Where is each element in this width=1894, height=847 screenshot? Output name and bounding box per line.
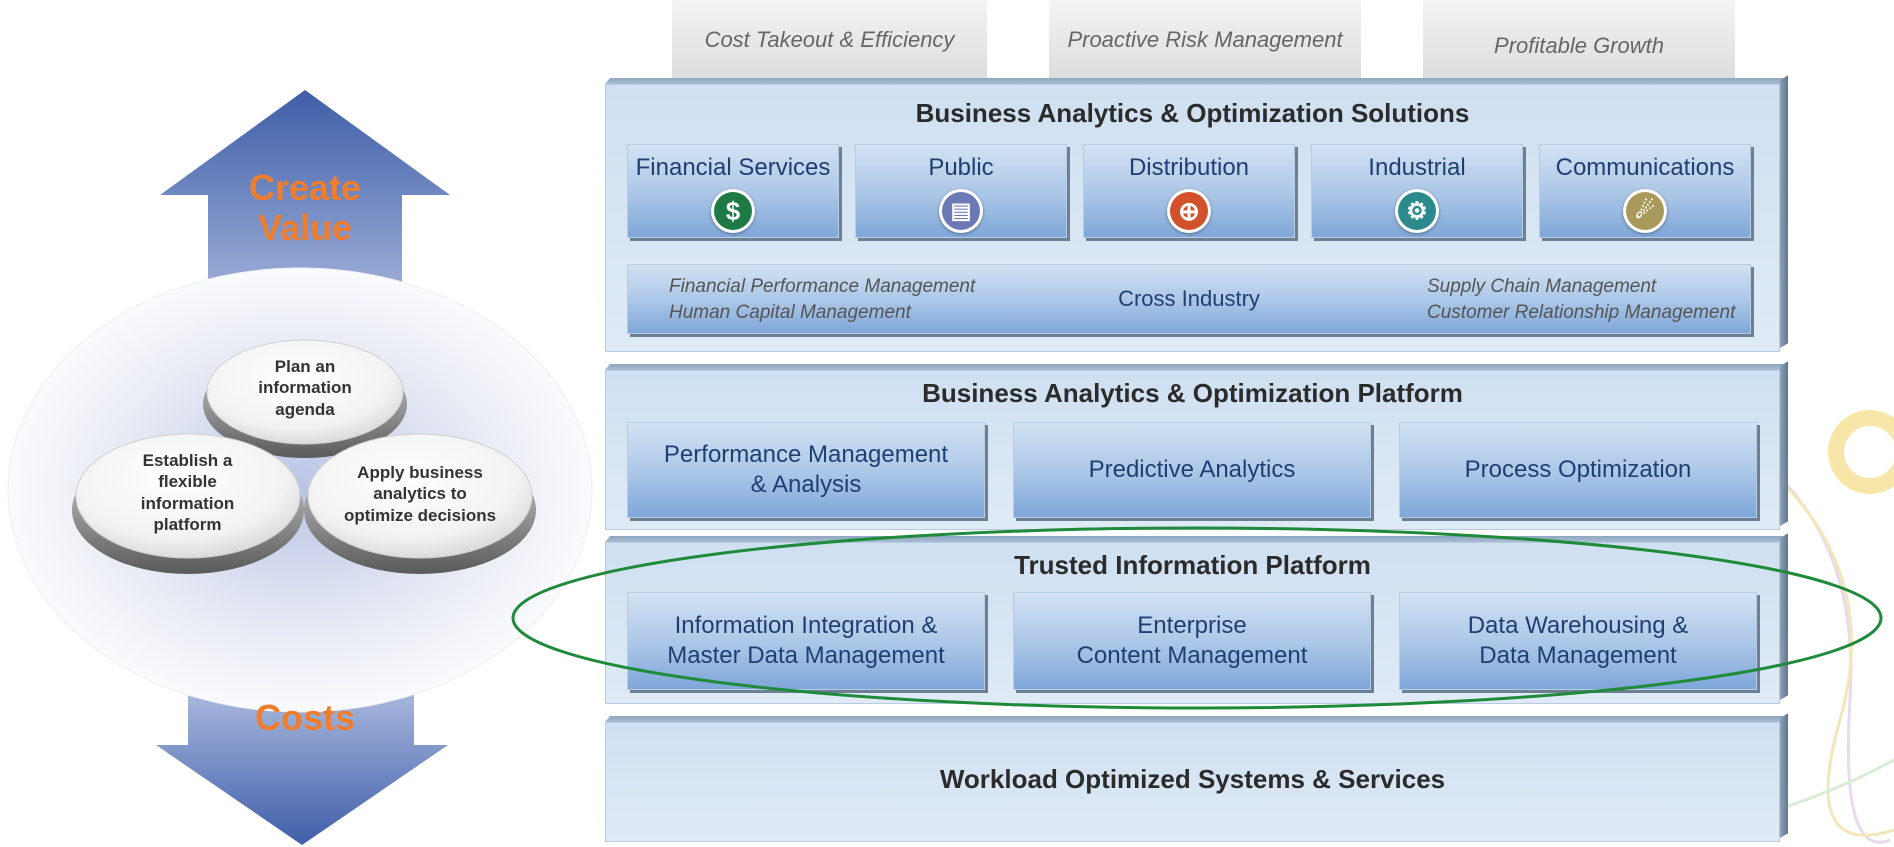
trusted-information-integration: Information Integration & Master Data Ma… <box>627 592 985 690</box>
industry-financial-services-label: Financial Services <box>635 154 831 181</box>
disc-right-label: Apply business analytics to optimize dec… <box>325 462 515 526</box>
cross-item-fpm: Financial Performance Management <box>669 276 976 297</box>
cross-industry-right-list: Supply Chain Management Customer Relatio… <box>1427 274 1735 325</box>
industry-communications-label: Communications <box>1555 154 1735 181</box>
industry-public: Public ▤ <box>855 144 1067 238</box>
disc-top-line-2: information <box>258 378 352 398</box>
trusted-layer: Trusted Information Platform Information… <box>605 542 1780 704</box>
solutions-title: Business Analytics & Optimization Soluti… <box>915 98 1470 128</box>
gear-icon: ⚙ <box>1398 192 1436 230</box>
goal-tab-growth: Profitable Growth <box>1423 0 1735 80</box>
disc-right-line-2: analytics to <box>373 484 467 504</box>
platform-title: Business Analytics & Optimization Platfo… <box>922 378 1463 408</box>
industry-public-label: Public <box>928 154 994 181</box>
costs-arrow <box>156 685 448 845</box>
platform-predictive-analytics: Predictive Analytics <box>1013 422 1371 518</box>
trusted-enterprise-line-1: Enterprise <box>1137 612 1247 639</box>
goal-tab-cost: Cost Takeout & Efficiency <box>672 0 987 80</box>
center-ellipse <box>7 267 593 713</box>
workload-title: Workload Optimized Systems & Services <box>939 764 1446 794</box>
industry-industrial: Industrial ⚙ <box>1311 144 1523 238</box>
trusted-enterprise-content: Enterprise Content Management <box>1013 592 1371 690</box>
industry-distribution-label: Distribution <box>1128 154 1250 181</box>
disc-top-label: Plan an information agenda <box>220 356 390 420</box>
industry-financial-services: Financial Services $ <box>627 144 839 238</box>
platform-process-optimization: Process Optimization <box>1399 422 1757 518</box>
create-value-line-2: Value <box>257 206 353 248</box>
disc-top <box>203 339 407 458</box>
platform-performance-management: Performance Management & Analysis <box>627 422 985 518</box>
disc-left-line-1: Establish a <box>142 451 233 470</box>
disc-left-line-3: information <box>140 493 235 513</box>
cross-industry-label: Cross Industry <box>1118 286 1260 311</box>
disc-left-line-4: platform <box>153 514 222 534</box>
create-value-label: Create Value <box>210 168 400 247</box>
disc-top-line-3: agenda <box>275 399 335 419</box>
building-icon: ▤ <box>942 192 980 230</box>
disc-top-line-1: Plan an <box>274 357 336 376</box>
disc-left-label: Establish a flexible information platfor… <box>100 450 275 535</box>
disc-left-line-2: flexible <box>158 472 217 492</box>
platform-performance-line-2: & Analysis <box>750 471 862 498</box>
platform-predictive-label: Predictive Analytics <box>1088 456 1296 483</box>
cross-industry-box: Financial Performance Management Human C… <box>627 264 1751 334</box>
disc-right <box>304 433 536 574</box>
trusted-integration-line-2: Master Data Management <box>667 642 945 669</box>
solutions-layer: Business Analytics & Optimization Soluti… <box>605 84 1780 352</box>
industry-distribution: Distribution ⊕ <box>1083 144 1295 238</box>
platform-layer: Business Analytics & Optimization Platfo… <box>605 370 1780 530</box>
disc-right-line-1: Apply business <box>357 463 483 482</box>
costs-label: Costs <box>254 697 356 738</box>
trusted-warehousing-line-1: Data Warehousing & <box>1467 612 1689 639</box>
trusted-integration-line-1: Information Integration & <box>674 612 938 639</box>
trusted-data-warehousing: Data Warehousing & Data Management <box>1399 592 1757 690</box>
satellite-icon: ☄ <box>1626 192 1664 230</box>
platform-process-label: Process Optimization <box>1464 456 1692 483</box>
dollar-icon: $ <box>714 192 752 230</box>
industry-industrial-label: Industrial <box>1368 154 1466 181</box>
platform-performance-line-1: Performance Management <box>663 441 949 468</box>
goal-tab-risk: Proactive Risk Management <box>1049 0 1361 80</box>
create-value-line-1: Create <box>248 167 362 208</box>
trusted-warehousing-line-2: Data Management <box>1479 642 1677 669</box>
cross-item-crm: Customer Relationship Management <box>1427 301 1736 323</box>
cross-item-scm: Supply Chain Management <box>1427 276 1657 297</box>
trusted-enterprise-line-2: Content Management <box>1076 642 1308 669</box>
disc-right-line-3: optimize decisions <box>343 505 497 525</box>
disc-left <box>72 433 304 574</box>
value-cost-diagram <box>7 90 593 845</box>
target-icon: ⊕ <box>1170 192 1208 230</box>
industry-communications: Communications ☄ <box>1539 144 1751 238</box>
trusted-title: Trusted Information Platform <box>1014 550 1371 580</box>
trusted-highlight-ellipse <box>511 526 1883 710</box>
cross-industry-left-list: Financial Performance Management Human C… <box>669 274 975 325</box>
workload-layer: Workload Optimized Systems & Services <box>605 722 1780 842</box>
create-value-arrow <box>160 90 450 330</box>
cross-item-hcm: Human Capital Management <box>669 301 911 323</box>
